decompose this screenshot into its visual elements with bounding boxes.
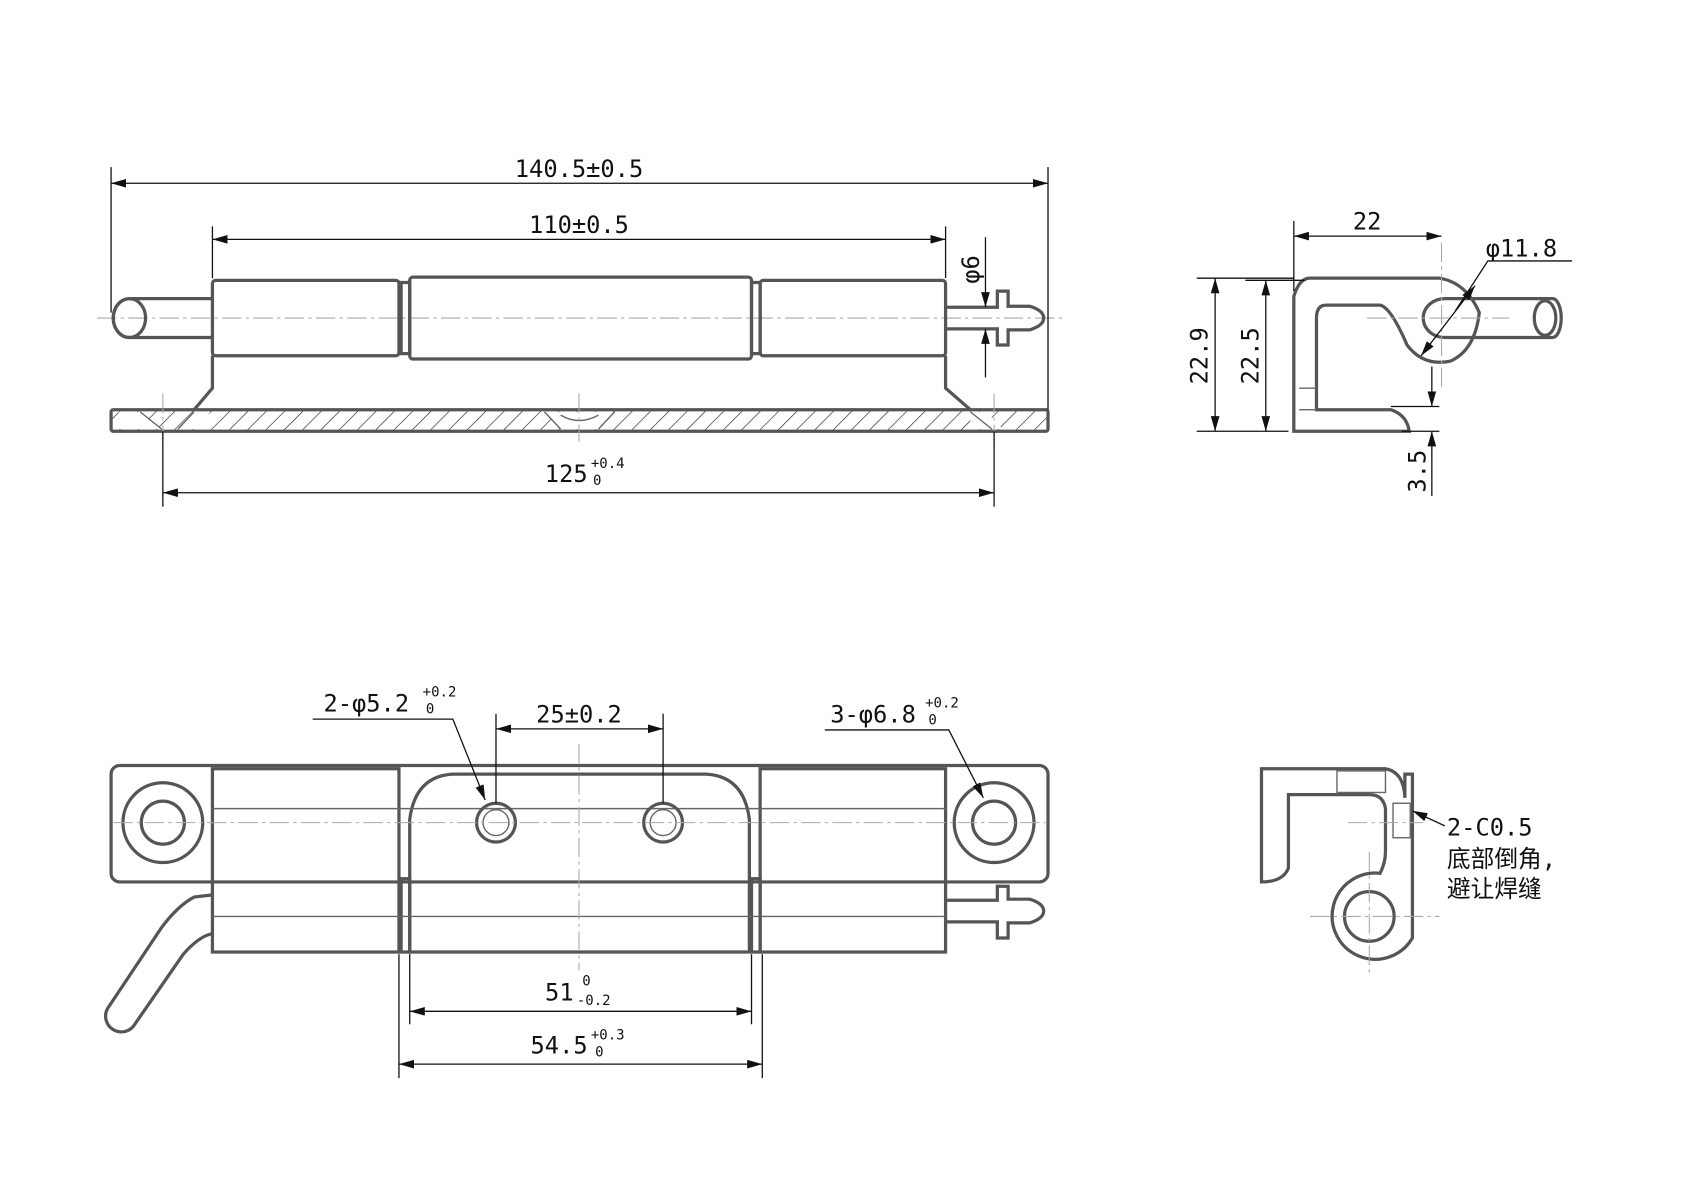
hole-spacing-dim: 125 [545,460,588,488]
section-view: 2-C0.5 底部倒角, 避让焊缝 [1259,767,1556,976]
leaf-width-dim: 51 [545,979,574,1007]
gap-width-dim: 54.5 [531,1031,588,1059]
thickness-dim: 3.5 [1403,450,1431,493]
knuckle-diameter-dim: φ11.8 [1486,235,1557,263]
side-view: 22 φ11.8 22.9 22.5 3.5 [1186,208,1572,496]
chamfer-note-line1: 底部倒角, [1447,845,1556,873]
knuckle-length-dim: 110±0.5 [529,211,629,239]
pin-diameter-dim: φ6 [957,255,985,284]
tolerance-upper: +0.2 [423,684,457,700]
tolerance-lower: -0.2 [577,993,611,1009]
tolerance-lower: 0 [595,1045,603,1061]
tolerance-lower: 0 [928,713,936,729]
tolerance-upper: +0.3 [591,1027,625,1043]
chamfer-note-line2: 避让焊缝 [1447,875,1542,903]
tolerance-upper: +0.2 [925,695,959,711]
small-hole-spacing-dim: 25±0.2 [536,700,622,728]
chamfer-label: 2-C0.5 [1447,814,1533,842]
overall-length-dim: 140.5±0.5 [515,155,643,183]
height-inner-dim: 22.5 [1236,327,1264,384]
small-holes-label: 2-φ5.2 [323,690,409,718]
tolerance-upper: +0.4 [591,456,625,472]
front-view: 140.5±0.5 110±0.5 φ6 125 +0.4 0 [97,155,1063,507]
tolerance-lower: 0 [593,473,601,489]
tolerance-lower: 0 [426,702,434,718]
bottom-view: 2-φ5.2 +0.2 0 25±0.2 3-φ6.8 +0.2 0 51 0 … [104,684,1050,1079]
large-holes-label: 3-φ6.8 [830,700,916,728]
width-dim: 22 [1353,208,1382,236]
height-total-dim: 22.9 [1186,327,1214,384]
tolerance-upper: 0 [582,973,590,989]
